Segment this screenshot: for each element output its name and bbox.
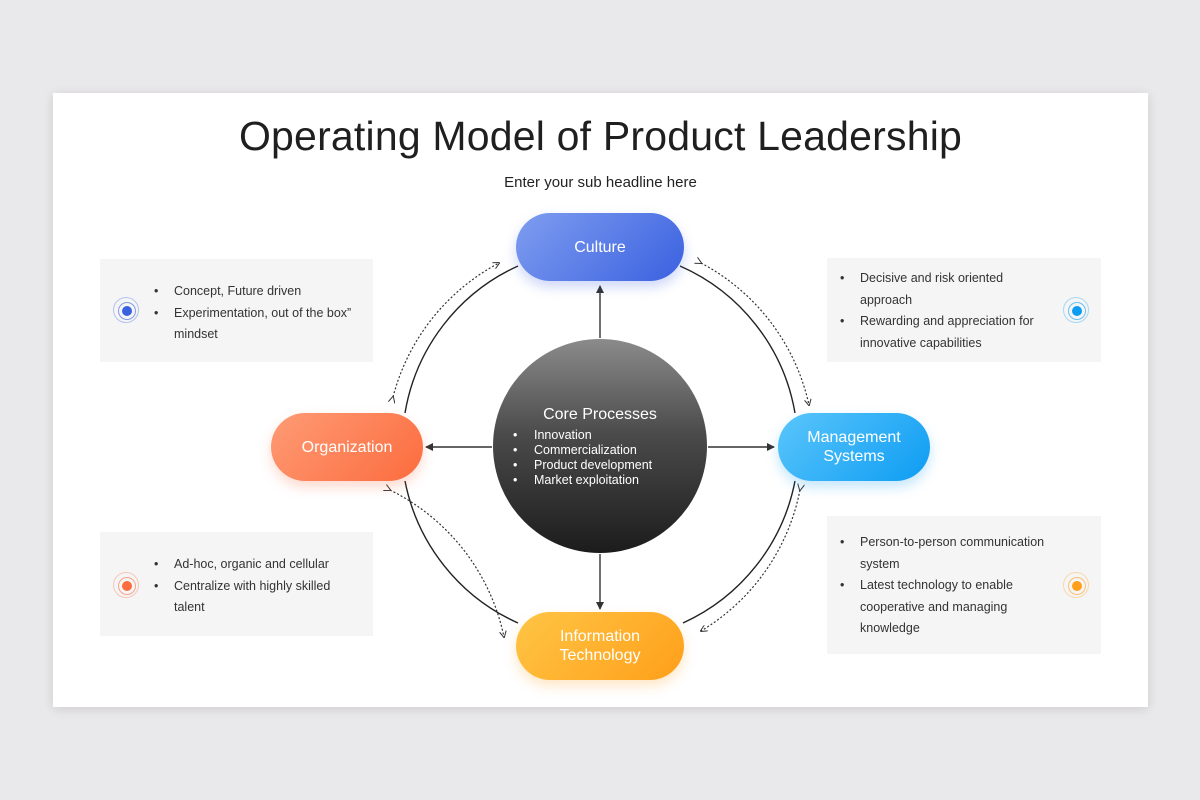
panel-item: Rewarding and appreciation for innovativ… [840, 311, 1040, 354]
core-item: Commercialization [513, 443, 652, 458]
panel-item: Person-to-person communication system [840, 532, 1045, 575]
dotted-arrow-bottom-right [701, 490, 800, 631]
node-organization: Organization [271, 413, 423, 481]
panel-culture-organization: Concept, Future driven Experimentation, … [100, 259, 373, 362]
dotted-arrow-top-right [701, 263, 809, 405]
panel-culture-management: Decisive and risk oriented approach Rewa… [827, 258, 1101, 362]
target-icon [1063, 572, 1089, 598]
target-icon [113, 572, 139, 598]
panel-list: Decisive and risk oriented approach Rewa… [840, 268, 1040, 354]
slide: Operating Model of Product Leadership En… [53, 93, 1148, 707]
panel-item: Ad-hoc, organic and cellular [154, 554, 354, 576]
slide-subtitle: Enter your sub headline here [504, 174, 697, 191]
panel-item: Experimentation, out of the box” mindset [154, 303, 354, 346]
panel-organization-it: Ad-hoc, organic and cellular Centralize … [100, 532, 373, 636]
panel-item: Latest technology to enable cooperative … [840, 575, 1045, 640]
diagram-connectors [53, 93, 1148, 707]
panel-list: Concept, Future driven Experimentation, … [154, 281, 354, 346]
core-title: Core Processes [543, 406, 657, 423]
core-item: Product development [513, 458, 652, 473]
dotted-arrow-top-left [393, 263, 499, 397]
panel-item: Centralize with highly skilled talent [154, 576, 354, 619]
dotted-arrow-bottom-left [390, 490, 504, 637]
node-management-systems: Management Systems [778, 413, 930, 481]
cycle-arc-bottom-left [404, 480, 519, 624]
panel-item: Decisive and risk oriented approach [840, 268, 1040, 311]
target-icon [113, 297, 139, 323]
cycle-arc-top-left [404, 265, 519, 414]
panel-management-it: Person-to-person communication system La… [827, 516, 1101, 654]
core-item: Innovation [513, 428, 652, 443]
node-culture: Culture [516, 213, 684, 281]
panel-list: Ad-hoc, organic and cellular Centralize … [154, 554, 354, 619]
core-list: Innovation Commercialization Product dev… [513, 428, 652, 488]
target-icon [1063, 297, 1089, 323]
panel-item: Concept, Future driven [154, 281, 354, 303]
slide-title: Operating Model of Product Leadership [238, 113, 963, 159]
node-information-technology: Information Technology [516, 612, 684, 680]
panel-list: Person-to-person communication system La… [840, 532, 1045, 640]
core-processes-circle: Core Processes Innovation Commercializat… [493, 339, 707, 553]
core-item: Market exploitation [513, 473, 652, 488]
